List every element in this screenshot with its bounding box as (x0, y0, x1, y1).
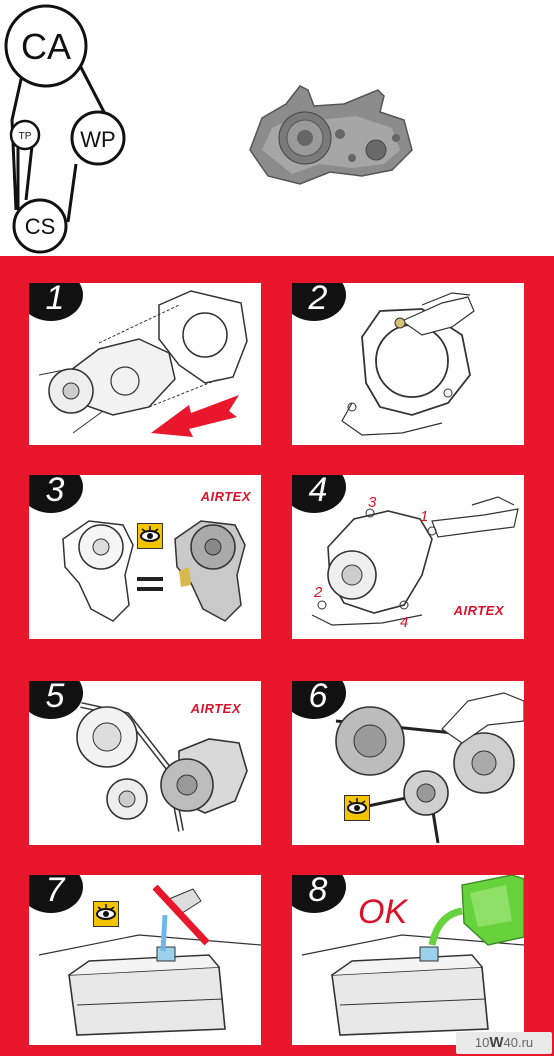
airtex-logo: AIRTEX (453, 603, 504, 618)
step-4-number: 4 (292, 475, 346, 513)
cs-pulley (12, 198, 68, 254)
eye-warning-icon (93, 901, 119, 927)
step-7-illustration (38, 884, 261, 1036)
wp-pulley (70, 110, 126, 166)
step-1-panel: 1 (29, 283, 261, 445)
coolant-tank (68, 966, 226, 1036)
ca-pulley (4, 4, 88, 88)
step-5-illustration (76, 702, 248, 832)
step-5-panel: AIRTEX 5 (29, 681, 261, 845)
airtex-logo: AIRTEX (200, 489, 251, 504)
step-7-panel: 7 (29, 875, 261, 1045)
step-8-panel: OK 8 (292, 875, 524, 1045)
instruction-steps: 1 2 AIRTEX 3 (0, 256, 554, 1056)
belt-routing-diagram: CA TP WP CS (4, 4, 413, 254)
tap-prohibited-icon (152, 884, 210, 946)
bolt-order-4: 4 (400, 614, 408, 631)
eye-warning-icon (344, 795, 370, 821)
step-1-illustration (38, 290, 248, 437)
removal-arrow-icon (151, 395, 239, 437)
step-3-illustration (62, 520, 246, 622)
step-4-panel: AIRTEX 1 2 3 4 4 (292, 475, 524, 639)
bolt-order-3: 3 (368, 494, 377, 511)
ca-label: CA (21, 26, 71, 67)
bolt-order-2: 2 (313, 584, 323, 601)
step-6-panel: 6 (292, 681, 524, 845)
wp-label: WP (80, 127, 115, 152)
eye-warning-icon (137, 523, 163, 549)
step-3-panel: AIRTEX 3 (29, 475, 261, 639)
step-2-illustration (341, 292, 475, 436)
step-6-illustration (335, 692, 524, 844)
hand-icon (441, 692, 524, 744)
airtex-logo: AIRTEX (190, 701, 241, 716)
tp-pulley (9, 119, 41, 151)
belt-diagram-section: CA TP WP CS (0, 0, 554, 256)
step-4-illustration: 1 2 3 4 (311, 494, 519, 631)
water-pump-illustration (249, 85, 413, 185)
hand-icon (400, 296, 475, 336)
site-watermark: 10W40.ru (456, 1032, 552, 1054)
bolt-order-1: 1 (420, 508, 428, 525)
step-6-number: 6 (292, 681, 346, 719)
ok-label: OK (358, 893, 408, 931)
step-8-illustration: OK (301, 875, 524, 1036)
tp-label: TP (19, 131, 32, 142)
cs-label: CS (25, 214, 56, 239)
wrench-icon (431, 508, 519, 538)
step-2-panel: 2 (292, 283, 524, 445)
coolant-tank (331, 966, 489, 1036)
